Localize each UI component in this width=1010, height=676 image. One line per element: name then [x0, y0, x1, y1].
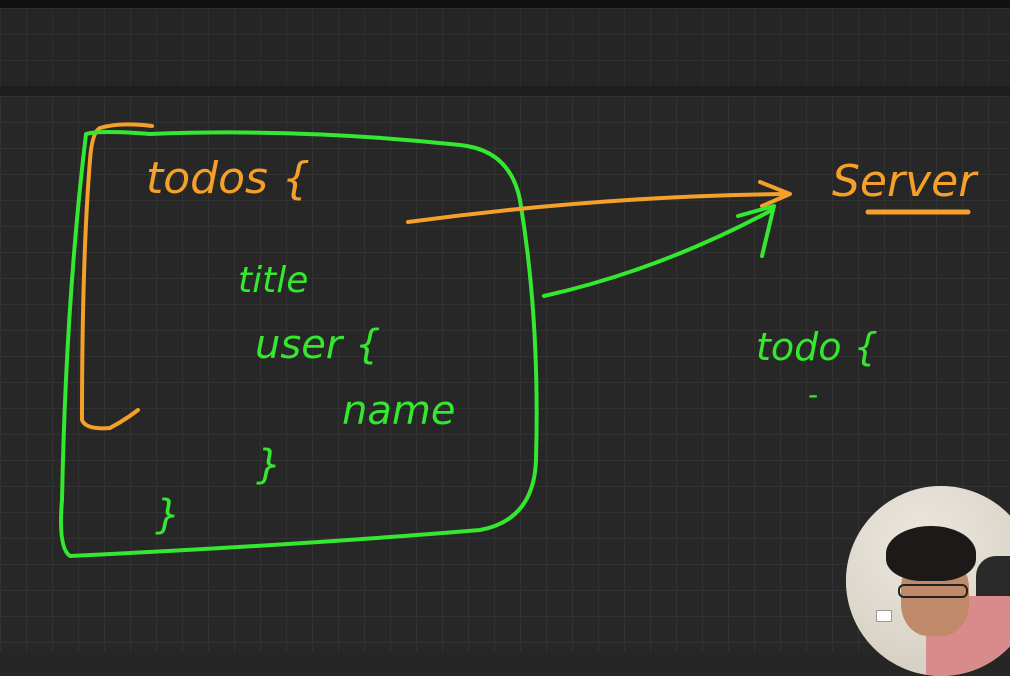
todos-label: todos {: [146, 153, 310, 204]
canvas-divider: [0, 86, 1010, 96]
title-label: title: [238, 260, 308, 301]
todo-label: todo {: [756, 325, 878, 369]
green-arrow-line: [542, 208, 774, 298]
server-label: Server: [832, 156, 979, 207]
green-object-box: [59, 130, 539, 558]
wall-switch: [876, 610, 892, 622]
dash-mark: -: [808, 378, 818, 411]
whiteboard-canvas[interactable]: [0, 96, 1010, 652]
window-top-bar: [0, 0, 1010, 8]
whiteboard-drawing: todos { title user { name } } Server tod…: [59, 122, 979, 558]
orange-array-bracket: [79, 122, 154, 431]
presenter-webcam-icon: [846, 486, 1010, 676]
name-label: name: [342, 388, 455, 434]
glasses: [898, 584, 968, 598]
user-label: user {: [255, 322, 380, 368]
orange-arrow-head: [758, 180, 792, 208]
orange-arrow-line: [406, 192, 790, 224]
green-arrow-head: [736, 204, 776, 258]
hair: [886, 526, 976, 581]
todos-close-brace: }: [155, 492, 180, 538]
user-close-brace: }: [256, 442, 281, 488]
toolbar-strip: [0, 8, 1010, 86]
